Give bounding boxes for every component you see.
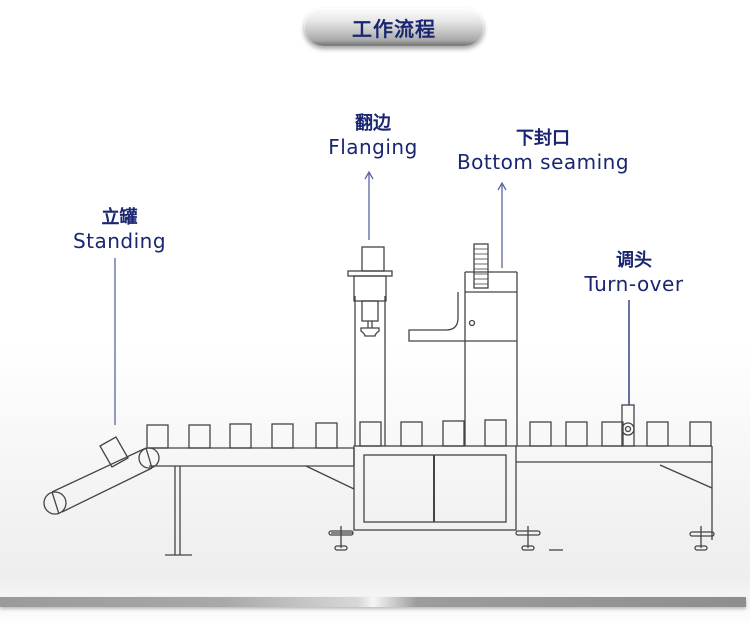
label-turn-over: 调头 Turn-over (574, 250, 694, 296)
label-standing-en: Standing (72, 229, 167, 253)
infeed-conveyor (43, 436, 160, 515)
label-turn-over-cn: 调头 (616, 250, 652, 271)
bottom-divider (0, 597, 746, 607)
flanging-unit (347, 246, 393, 446)
title-banner: 工作流程 (304, 8, 484, 46)
label-standing: 立罐 Standing (62, 207, 177, 253)
machine-base (328, 445, 563, 551)
label-bottom-seaming: 下封口 Bottom seaming (450, 128, 636, 174)
bottom-seaming-unit (408, 243, 518, 446)
right-conveyor (516, 404, 715, 551)
left-conveyor (149, 447, 355, 556)
label-flanging-cn: 翻边 (355, 113, 391, 134)
label-turn-over-en: Turn-over (584, 272, 684, 296)
label-standing-cn: 立罐 (101, 207, 138, 228)
label-bottom-seaming-en: Bottom seaming (456, 150, 630, 174)
screw-rod (473, 243, 489, 289)
arrow-bottom-seaming-icon (497, 181, 507, 191)
pointer-lines (114, 170, 630, 425)
arrow-flanging-icon (364, 170, 374, 180)
label-flanging-en: Flanging (328, 135, 418, 159)
label-bottom-seaming-cn: 下封口 (516, 128, 570, 149)
label-flanging: 翻边 Flanging (318, 113, 428, 159)
cans (146, 419, 712, 449)
page-title: 工作流程 (352, 16, 436, 41)
can-on-infeed (99, 436, 129, 468)
